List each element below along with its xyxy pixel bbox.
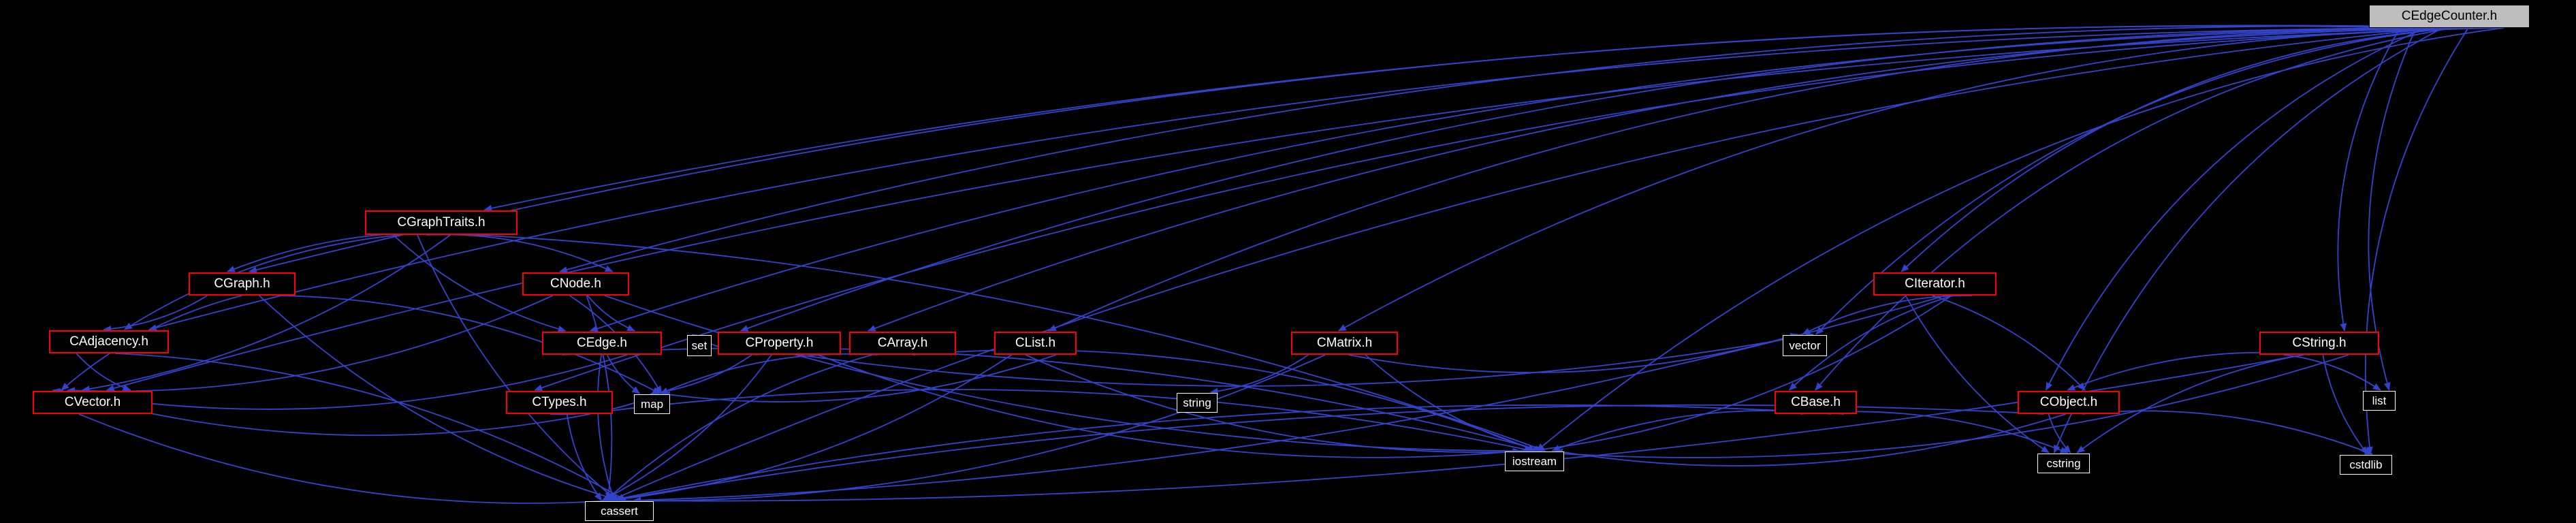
edge-m-u <box>1800 411 2069 454</box>
edge-m-x <box>609 404 1845 503</box>
edge-root-n <box>2045 27 2426 391</box>
edge-i-t <box>1025 354 1540 455</box>
edge-root-i <box>1047 27 2435 332</box>
edge-j-t <box>1365 354 1542 452</box>
edge-i-s <box>661 354 1057 402</box>
node-m-cbase-h[interactable]: CBase.h <box>1775 391 1857 414</box>
node-b-cgraph-h[interactable]: CGraph.h <box>189 272 296 296</box>
edge-o-t <box>584 389 1533 453</box>
edge-root-k <box>1901 27 2460 272</box>
edge-o-x <box>566 413 603 501</box>
edge-i-x <box>608 354 1012 503</box>
edge-j-q <box>1348 333 1799 373</box>
edge-root-b <box>248 25 2419 274</box>
node-q-vector[interactable]: vector <box>1783 335 1827 356</box>
edge-g-x <box>601 354 772 501</box>
edge-root-x <box>609 27 2442 501</box>
edge-root-a <box>483 25 2479 212</box>
edge-root-m <box>1815 27 2453 391</box>
node-h-carray-h[interactable]: CArray.h <box>849 332 956 355</box>
edge-n-u <box>2048 413 2071 454</box>
edge-d-x <box>115 353 627 501</box>
node-r-string[interactable]: string <box>1177 393 1218 413</box>
node-l-cstring-h[interactable]: CString.h <box>2259 332 2379 355</box>
node-f-cedge-h[interactable]: CEdge.h <box>542 332 662 355</box>
node-a-cgraphtraits-h[interactable]: CGraphTraits.h <box>365 210 518 235</box>
edge-root-w <box>2364 27 2469 455</box>
edge-a-e <box>81 234 451 393</box>
edge-b-s <box>276 295 661 394</box>
edge-n-t <box>1554 413 2066 466</box>
edge-k-t <box>1530 295 1952 454</box>
node-k-citerator-h[interactable]: CIterator.h <box>1873 272 1997 296</box>
edge-root-d <box>148 27 2445 332</box>
edge-root-u <box>2053 27 2443 454</box>
edge-root-t <box>1536 27 2503 451</box>
node-p-set[interactable]: set <box>687 335 712 356</box>
node-j-cmatrix-h[interactable]: CMatrix.h <box>1291 332 1398 355</box>
node-n-cobject-h[interactable]: CObject.h <box>2018 391 2120 414</box>
edge-root-f <box>589 27 2470 332</box>
edge-c-f <box>587 295 636 332</box>
edge-f-x <box>597 354 616 501</box>
node-root-cedgecounter-h[interactable]: CEdgeCounter.h <box>2369 5 2530 28</box>
edge-g-s <box>650 354 752 396</box>
edge-a-t <box>474 234 1546 451</box>
edge-k-x <box>633 295 1946 504</box>
edge-h-s <box>659 353 878 394</box>
edge-k-n <box>1932 295 2086 391</box>
edge-l-u <box>2076 354 2304 454</box>
edge-k-u <box>1905 295 2050 454</box>
node-o-ctypes-h[interactable]: CTypes.h <box>506 391 613 414</box>
edge-a-x <box>417 234 618 501</box>
edge-d-e <box>76 353 131 391</box>
node-e-cvector-h[interactable]: CVector.h <box>33 391 153 414</box>
edge-j-r <box>1209 354 1309 395</box>
node-x-cassert[interactable]: cassert <box>585 501 654 521</box>
edge-h-x <box>605 354 873 501</box>
edge-a-f <box>392 234 567 332</box>
edge-j-x <box>611 354 1326 505</box>
edge-l-t <box>1520 354 2349 458</box>
edge-k-m <box>1788 295 1954 391</box>
edge-root-h <box>867 27 2495 332</box>
edge-l-w <box>2322 354 2368 455</box>
edge-root-g <box>740 27 2410 332</box>
node-v-list[interactable]: list <box>2363 391 2396 411</box>
edge-g-q <box>797 332 1814 387</box>
node-u-cstring[interactable]: cstring <box>2037 454 2090 473</box>
edge-e-x <box>78 413 612 505</box>
node-g-cproperty-h[interactable]: CProperty.h <box>718 332 841 355</box>
node-w-cstdlib[interactable]: cstdlib <box>2340 455 2392 475</box>
node-d-cadjacency-h[interactable]: CAdjacency.h <box>49 330 169 353</box>
node-t-iostream[interactable]: iostream <box>1505 451 1564 471</box>
edge-b-d <box>103 295 208 333</box>
edge-b-x <box>258 295 621 502</box>
edge-n-w <box>2082 410 2373 455</box>
node-i-clist-h[interactable]: CList.h <box>994 332 1077 355</box>
edge-a-d <box>123 234 401 330</box>
edge-root-l <box>2337 27 2401 332</box>
edge-f-s <box>606 354 641 394</box>
edge-k-q <box>1802 295 1973 335</box>
node-s-map[interactable]: map <box>634 394 670 414</box>
node-c-cnode-h[interactable]: CNode.h <box>522 272 629 296</box>
edge-a-c <box>426 234 614 272</box>
edge-l-n <box>2067 351 2310 391</box>
edge-g-t <box>817 354 1521 458</box>
edge-root-o <box>534 27 2478 392</box>
